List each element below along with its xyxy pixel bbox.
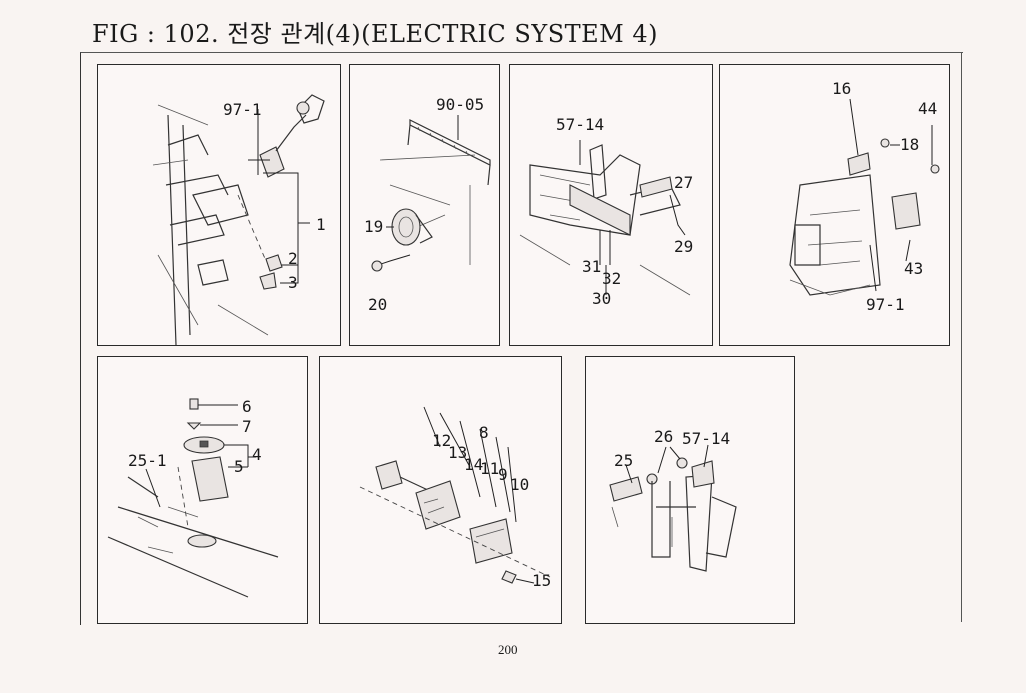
figure-title: FIG : 102. 전장 관계(4)(ELECTRIC SYSTEM 4) (92, 20, 659, 48)
diagram-panel-3: 57-14 27 29 31 32 30 (509, 64, 713, 346)
callout-14: 14 (464, 455, 484, 474)
callout-4: 4 (252, 445, 262, 464)
callout-29: 29 (674, 237, 694, 256)
callout-3: 3 (288, 273, 298, 292)
callout-43: 43 (904, 259, 924, 278)
callout-15: 15 (532, 571, 552, 590)
callout-32: 32 (602, 269, 622, 288)
panel-5-drawing (107, 398, 279, 598)
diagram-panel-5: 6 7 4 5 25-1 (97, 356, 308, 624)
panel-7-drawing (609, 444, 737, 572)
callout-30: 30 (592, 289, 612, 308)
callout-13: 13 (448, 443, 468, 462)
callout-12: 12 (432, 431, 452, 450)
callout-6: 6 (242, 397, 252, 416)
callout-97-1: 97-1 (866, 295, 905, 314)
callout-57-14: 57-14 (682, 429, 731, 448)
callout-31: 31 (582, 257, 602, 276)
callout-25-1: 25-1 (128, 451, 167, 470)
diagram-panel-7: 26 57-14 25 (585, 356, 795, 624)
diagram-panel-4: 16 18 44 43 97-1 (719, 64, 950, 346)
callout-90-05: 90-05 (436, 95, 485, 114)
callout-27: 27 (674, 173, 694, 192)
callout-16: 16 (832, 79, 852, 98)
callout-10: 10 (510, 475, 530, 494)
callout-20: 20 (368, 295, 388, 314)
figure-frame (80, 52, 963, 625)
diagram-panel-1: 97-1 1 2 3 (97, 64, 341, 346)
panel-2-drawing (371, 115, 491, 272)
callout-19: 19 (364, 217, 384, 236)
callout-1: 1 (316, 215, 326, 234)
callout-8: 8 (479, 423, 489, 442)
panel-1-drawing (152, 94, 325, 345)
panel-6-drawing (359, 406, 551, 584)
diagram-panel-6: 8 12 13 14 11 9 10 15 (319, 356, 562, 624)
callout-11: 11 (480, 459, 500, 478)
diagram-panel-2: 90-05 19 20 (349, 64, 500, 346)
callout-44: 44 (918, 99, 938, 118)
callout-57-14: 57-14 (556, 115, 605, 134)
callout-7: 7 (242, 417, 252, 436)
callout-18: 18 (900, 135, 920, 154)
callout-97-1: 97-1 (223, 100, 262, 119)
callout-9: 9 (498, 465, 508, 484)
callout-5: 5 (234, 457, 244, 476)
callout-25: 25 (614, 451, 634, 470)
page-number: 200 (498, 642, 518, 657)
callout-26: 26 (654, 427, 674, 446)
panel-3-drawing (519, 140, 691, 296)
figure-frame-right-edge (960, 52, 962, 622)
callout-2: 2 (288, 249, 298, 268)
panel-4-drawing (789, 98, 940, 296)
